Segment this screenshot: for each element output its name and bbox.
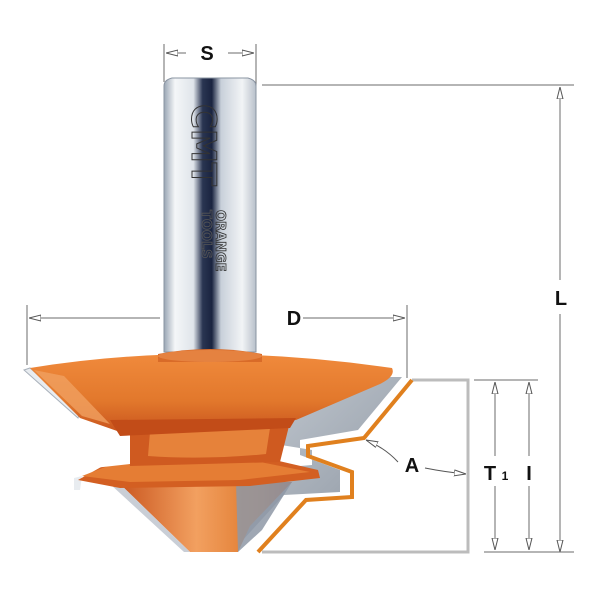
dimension-label-i: I — [526, 463, 532, 485]
brand-tagline: ORANGE TOOLS — [198, 210, 228, 272]
dimension-label-s: S — [200, 43, 213, 65]
brand-logo: CMT — [183, 104, 224, 188]
brand-line-tools: TOOLS — [198, 210, 213, 259]
dimension-l: L — [262, 84, 574, 552]
dimension-label-l: L — [555, 288, 567, 310]
dimension-label-t1-subscript: 1 — [502, 469, 509, 483]
svg-text:CMT: CMT — [183, 104, 223, 187]
dimension-label-t1: T — [484, 463, 496, 485]
dimension-label-a: A — [405, 455, 419, 477]
shank: CMT ORANGE TOOLS — [163, 77, 257, 353]
dimension-d: D — [26, 305, 408, 378]
cutter-body — [23, 349, 393, 552]
dimension-a: A — [366, 440, 466, 477]
dimension-label-d: D — [287, 308, 301, 330]
dimension-s: S — [163, 43, 257, 86]
dimension-t1-i: T 1 I — [474, 379, 574, 553]
brand-line-orange: ORANGE — [212, 210, 227, 272]
